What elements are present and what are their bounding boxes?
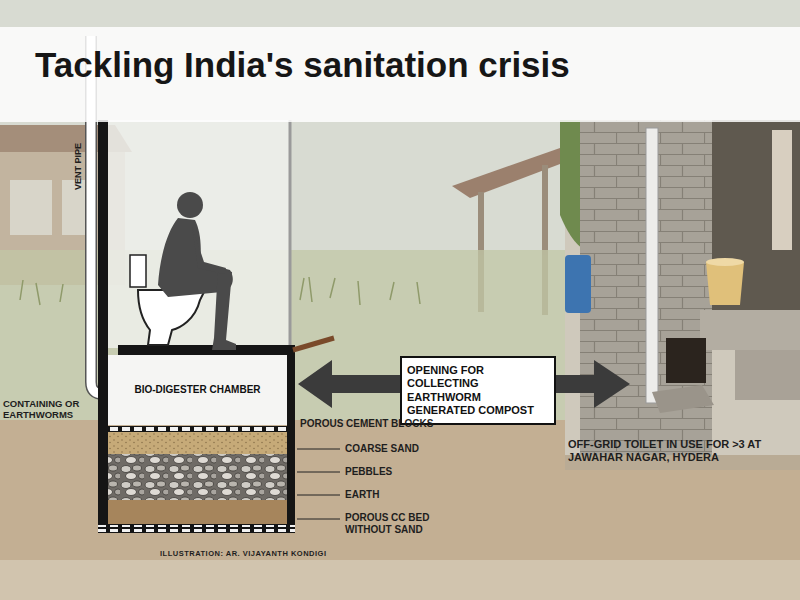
part-label: PEBBLES [345,466,392,478]
wall-line [289,120,292,345]
person-arm [192,226,226,274]
photo-ground [565,120,800,470]
house-window [10,180,52,235]
sand-layer [108,432,287,454]
label-holder: EARTH [345,489,379,501]
toilet-photo [560,120,800,470]
person-leg [212,268,236,350]
label-holder: ILLUSTRATION: AR. VIJAYANTH KONDIGI [160,549,327,558]
credit-note: ILLUSTRATION: AR. VIJAYANTH KONDIGI [160,549,327,558]
box-text: OPENING FOR COLLECTING EARTHWORM GENERAT… [407,364,549,417]
wall [287,355,295,532]
part-label: POROUS CEMENT BLOCKS [300,418,433,430]
porous-bed [98,525,295,532]
ground-foreground [0,560,800,600]
person-silhouette [158,192,236,350]
page-title: Tackling India's sanitation crisis [35,45,570,85]
box-text: BIO-DIGESTER CHAMBER [114,384,281,396]
porous-bed [98,524,295,533]
label-holder: PEBBLES [345,466,392,478]
pebble-layer [108,454,287,500]
porous-blocks [108,426,287,432]
step [700,310,800,350]
arrow-right [556,360,630,408]
opening-cover [652,385,714,413]
bucket-rim [706,258,744,266]
label-holder: VENT PIPE [73,142,84,189]
photo-caption: OFF-GRID TOILET IN USE FOR >3 AT JAWAHAR… [568,438,794,464]
bucket [706,262,744,305]
label-holder: CONTAINING OR EARTHWORMS [3,398,100,421]
part-label: EARTH [345,489,379,501]
part-label: VENT PIPE [73,142,84,189]
chamber-box: BIO-DIGESTER CHAMBER [108,355,287,425]
part-label: CONTAINING OR EARTHWORMS [3,398,100,421]
blue-barrel [565,255,591,313]
compost-opening [666,338,706,383]
label-holder: POROUS CEMENT BLOCKS [300,418,433,430]
vent-pipe-photo [646,128,658,403]
wall [98,120,108,532]
label-holder: COARSE SAND [345,443,419,455]
floor-slab [118,345,295,355]
opening-flap [293,338,334,350]
title-band [0,27,800,122]
cloth [772,130,792,250]
cistern [130,255,146,287]
arrow-left [298,360,400,408]
part-label: COARSE SAND [345,443,419,455]
part-label: POROUS CC BED WITHOUT SAND [345,512,470,536]
ground [0,420,800,600]
label-holder: OFF-GRID TOILET IN USE FOR >3 AT JAWAHAR… [568,438,794,464]
earth-layer [108,500,287,524]
person-head [177,192,203,218]
step [735,350,800,400]
leader-lines [297,449,340,519]
label-holder: POROUS CC BED WITHOUT SAND [345,512,470,536]
callout-box: OPENING FOR COLLECTING EARTHWORM GENERAT… [400,356,556,425]
toilet-interior [108,120,290,348]
porous-blocks [108,426,287,432]
commode [138,290,205,345]
